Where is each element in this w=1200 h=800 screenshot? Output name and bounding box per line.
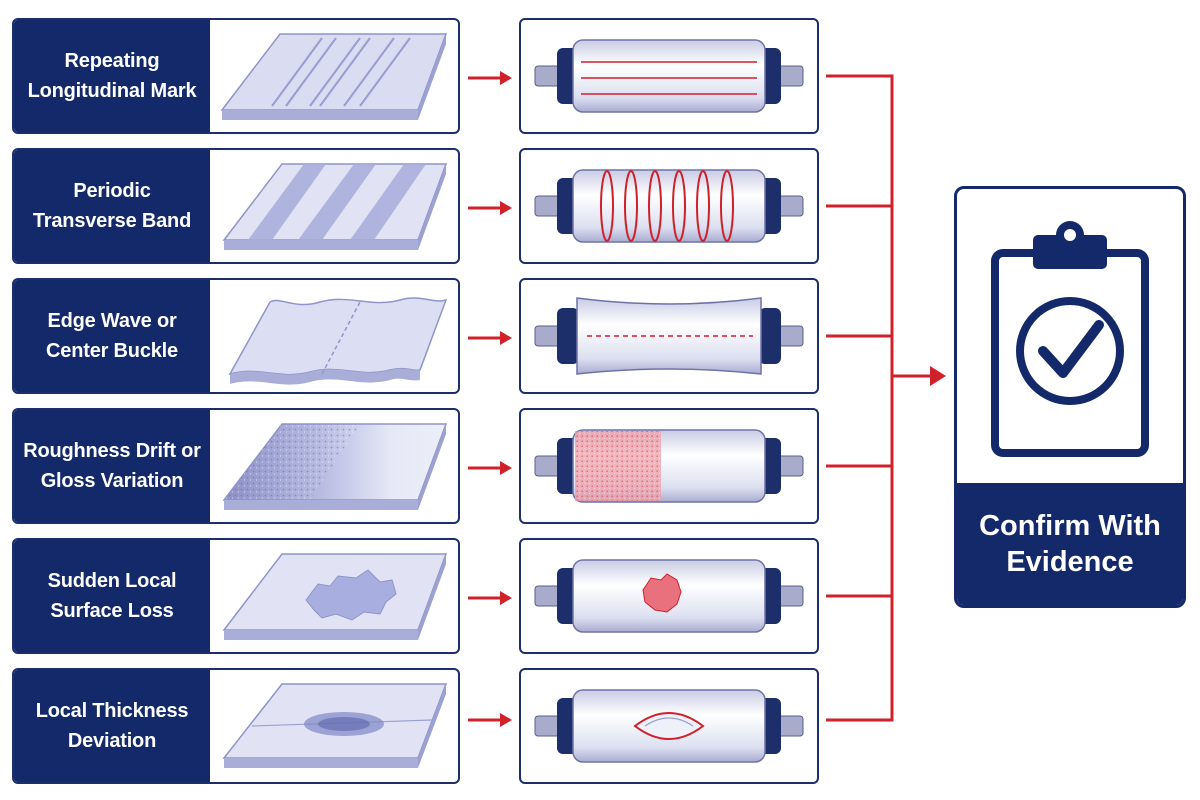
arrow-right-icon (468, 591, 512, 605)
roller-card-3 (519, 278, 819, 394)
symptom-row-1: Repeating Longitudinal Mark (12, 18, 460, 134)
roller-card-5 (519, 538, 819, 654)
clipboard-check-icon (991, 221, 1149, 457)
confirm-with-evidence-card: Confirm With Evidence (954, 186, 1186, 608)
symptom-row-4: Roughness Drift or Gloss Variation (12, 408, 460, 524)
arrow-right-icon (468, 461, 512, 475)
roller-card-6 (519, 668, 819, 784)
roller-spall-spot-icon (534, 559, 804, 633)
roller-local-bulge-icon (534, 689, 804, 763)
longitudinal-streaks-sheet-icon (220, 33, 448, 120)
result-label-band: Confirm With Evidence (957, 483, 1183, 605)
wavy-sheet-icon (228, 297, 448, 385)
symptom-row-6: Local Thickness Deviation (12, 668, 460, 784)
arrow-right-icon (468, 71, 512, 85)
symptom-row-2: Periodic Transverse Band (12, 148, 460, 264)
symptom-label: Edge Wave or Center Buckle (14, 280, 210, 392)
symptom-label: Local Thickness Deviation (14, 670, 210, 782)
roller-circumferential-rings-icon (534, 169, 804, 243)
symptom-label: Roughness Drift or Gloss Variation (14, 410, 210, 522)
symptom-label: Sudden Local Surface Loss (14, 540, 210, 652)
roller-card-4 (519, 408, 819, 524)
arrow-right-icon (468, 201, 512, 215)
rough-gradient-sheet-icon (222, 423, 448, 510)
arrow-right-icon (468, 331, 512, 345)
roller-card-1 (519, 18, 819, 134)
roller-rough-zone-icon (534, 429, 804, 503)
symptom-label: Repeating Longitudinal Mark (14, 20, 210, 132)
spalled-patch-sheet-icon (222, 553, 448, 640)
symptom-row-3: Edge Wave or Center Buckle (12, 278, 460, 394)
symptom-row-5: Sudden Local Surface Loss (12, 538, 460, 654)
roller-concave-profile-icon (534, 297, 804, 375)
thickness-lens-sheet-icon (222, 683, 448, 768)
arrow-right-icon (468, 713, 512, 727)
roller-longitudinal-lines-icon (534, 39, 804, 113)
roller-card-2 (519, 148, 819, 264)
transverse-bands-sheet-icon (222, 163, 448, 250)
symptom-label: Periodic Transverse Band (14, 150, 210, 262)
result-label: Confirm With Evidence (979, 510, 1161, 578)
